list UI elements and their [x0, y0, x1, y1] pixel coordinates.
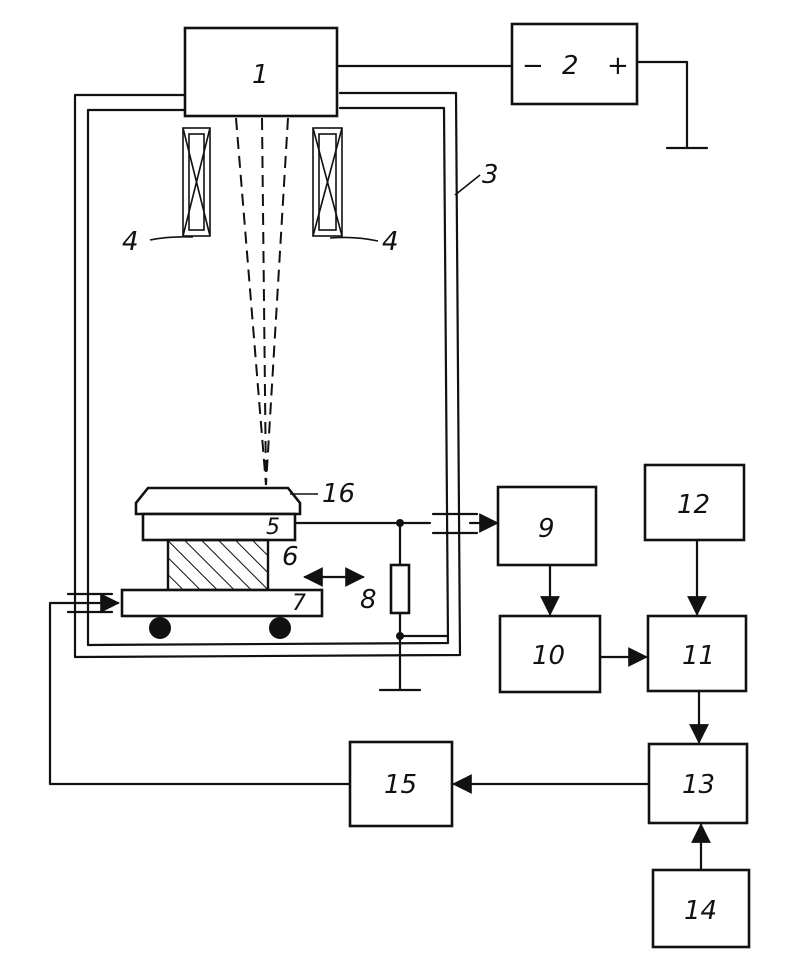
resistor — [391, 565, 409, 613]
power-supply-label: 2 — [562, 51, 579, 81]
focusing-coil-right — [313, 128, 342, 236]
coil-left-label: 4 — [122, 227, 139, 257]
workpiece-label: 16 — [322, 479, 355, 509]
power-supply-minus: − — [522, 51, 544, 81]
electron-beam — [236, 118, 288, 485]
chamber-label: 3 — [482, 160, 499, 190]
focusing-coil-left — [183, 128, 210, 236]
block-9-label: 9 — [538, 514, 555, 544]
resistor-label: 8 — [360, 585, 377, 615]
block-12-label: 12 — [677, 490, 710, 520]
contact-pad-label: 5 — [266, 515, 280, 540]
carriage-label: 7 — [292, 591, 306, 616]
insulator — [168, 540, 268, 590]
block-15-label: 15 — [384, 770, 417, 800]
insulator-label: 6 — [282, 542, 299, 572]
power-supply-plus: + — [607, 51, 629, 81]
chamber-leader — [455, 175, 480, 195]
block-13-label: 13 — [682, 770, 715, 800]
coil-right-leader — [330, 237, 378, 241]
workpiece — [136, 488, 300, 514]
coil-right-label: 4 — [382, 227, 399, 257]
feedback-wire — [50, 603, 350, 784]
block-14-label: 14 — [684, 896, 717, 926]
supply-ground-wire — [637, 62, 687, 148]
carriage-wheel-left — [149, 617, 171, 639]
block-10-label: 10 — [532, 641, 565, 671]
coil-left-leader — [150, 237, 193, 240]
block-11-label: 11 — [682, 641, 715, 671]
electron-gun-label: 1 — [252, 60, 269, 90]
carriage-wheel-right — [269, 617, 291, 639]
